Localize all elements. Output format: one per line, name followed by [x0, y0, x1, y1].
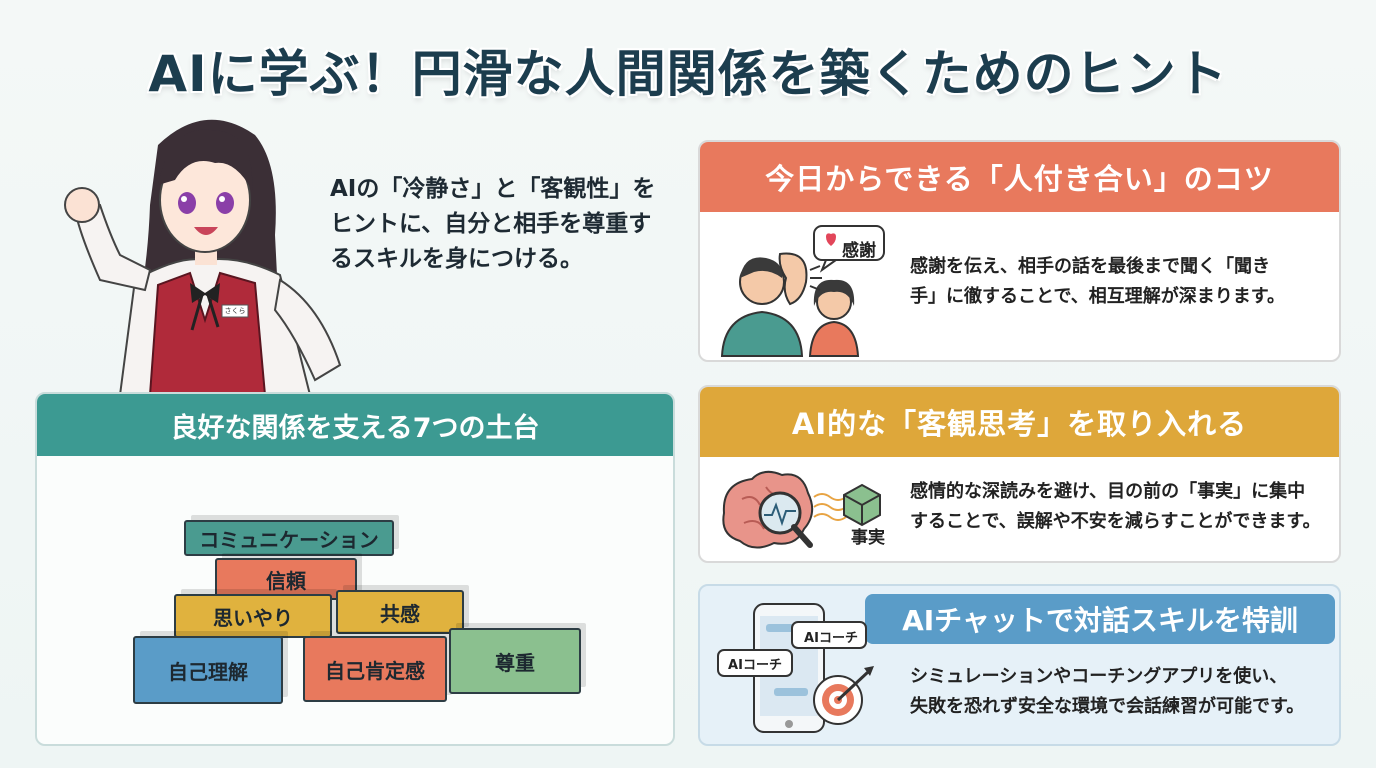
ai-chat-card-title: AIチャットで対話スキルを特訓: [865, 594, 1335, 644]
block-compassion: 思いやり: [174, 594, 332, 638]
chat-bubble: AIコーチ: [728, 658, 782, 673]
chat-bubble: AIコーチ: [804, 631, 858, 646]
block-communication: コミュニケーション: [184, 520, 394, 556]
foundation-panel-title: 良好な関係を支える7つの土台: [37, 394, 673, 456]
intro-line: AIの「冷静さ」と「客観性」を: [330, 176, 656, 202]
block-empathy: 共感: [336, 590, 464, 634]
objective-thinking-card: AI的な「客観思考」を取り入れる 事実 感情的な深読みを避け、目の前の「事実」に…: [698, 385, 1341, 563]
page-title: AIに学ぶ！円滑な人間関係を築くためのヒント: [148, 45, 1228, 103]
phone-chat-icon: [717, 603, 874, 733]
intro-line: ヒントに、自分と相手を尊重す: [330, 211, 652, 237]
card-line: 失敗を恐れず安全な環境で会話練習が可能です。: [910, 696, 1305, 717]
card-line: シミュレーションやコーチングアプリを使い、: [910, 666, 1288, 687]
foundation-panel: 良好な関係を支える7つの土台 コミュニケーション 信頼 思いやり 共感 自己理解…: [35, 392, 675, 746]
ai-chat-card: AIチャットで対話スキルを特訓 AIコーチ AIコーチ シミュレーションやコーチ…: [698, 584, 1341, 746]
tips-card: 今日からできる「人付き合い」のコツ 感謝 感謝を伝え、相手の話を最後まで聞く「聞…: [698, 140, 1341, 362]
card-line: 感謝を伝え、相手の話を最後まで聞く「聞き: [910, 256, 1270, 277]
name-tag: さくら: [224, 307, 246, 315]
ai-chat-card-text: シミュレーションやコーチングアプリを使い、 失敗を恐れず安全な環境で会話練習が可…: [910, 662, 1304, 722]
foundation-blocks: コミュニケーション 信頼 思いやり 共感 自己理解 自己肯定感 尊重: [37, 456, 673, 744]
brain-magnifier-icon: [722, 470, 881, 549]
block-self-understanding: 自己理解: [133, 636, 283, 704]
block-trust: 信頼: [215, 558, 357, 600]
objective-thinking-card-title: AI的な「客観思考」を取り入れる: [700, 387, 1339, 457]
objective-thinking-card-text: 感情的な深読みを避け、目の前の「事実」に集中 することで、誤解や不安を減らすこと…: [910, 477, 1321, 537]
listening-people-icon: [720, 225, 885, 357]
fact-label: 事実: [851, 528, 885, 548]
tips-card-text: 感謝を伝え、相手の話を最後まで聞く「聞き 手」に徹することで、相互理解が深まりま…: [910, 252, 1285, 312]
intro-text: AIの「冷静さ」と「客観性」を ヒントに、自分と相手を尊重す るスキルを身につけ…: [330, 172, 690, 277]
tips-card-title: 今日からできる「人付き合い」のコツ: [700, 142, 1339, 212]
card-line: 手」に徹することで、相互理解が深まります。: [910, 286, 1285, 307]
card-line: することで、誤解や不安を減らすことができます。: [910, 511, 1321, 532]
intro-line: るスキルを身につける。: [330, 246, 583, 272]
character-illustration: [64, 119, 342, 395]
block-respect: 尊重: [449, 628, 581, 694]
gratitude-badge: 感謝: [842, 241, 876, 261]
card-line: 感情的な深読みを避け、目の前の「事実」に集中: [910, 481, 1306, 502]
block-self-esteem: 自己肯定感: [303, 636, 447, 702]
